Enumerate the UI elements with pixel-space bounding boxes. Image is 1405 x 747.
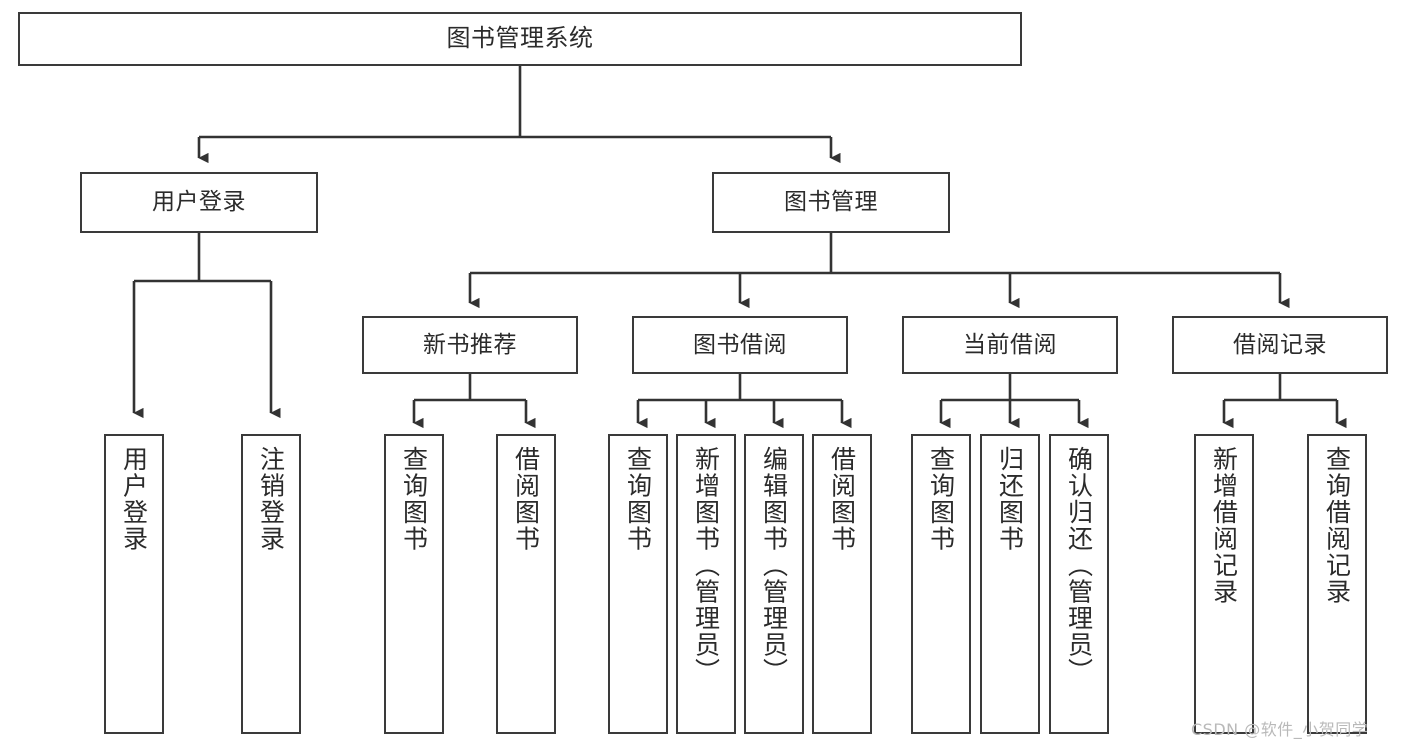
leaf-logout-login[interactable]: 注销登录 [241,434,301,734]
node-root-system[interactable]: 图书管理系统 [18,12,1022,66]
node-label: 查询图书 [623,446,653,552]
node-label: 查询借阅记录 [1322,446,1352,605]
node-label: 归还图书 [995,446,1025,552]
leaf-query-book-current[interactable]: 查询图书 [911,434,971,734]
leaf-query-book-recommend[interactable]: 查询图书 [384,434,444,734]
leaf-borrow-book[interactable]: 借阅图书 [812,434,872,734]
node-label: 借阅记录 [1233,331,1327,358]
node-book-borrow[interactable]: 图书借阅 [632,316,848,374]
leaf-return-book[interactable]: 归还图书 [980,434,1040,734]
leaf-query-borrow-record[interactable]: 查询借阅记录 [1307,434,1367,734]
node-label: 借阅图书 [511,446,541,552]
leaf-confirm-return[interactable]: 确认归还（管理员） [1049,434,1109,734]
node-label: 编辑图书（管理员） [759,446,789,685]
leaf-add-book[interactable]: 新增图书（管理员） [676,434,736,734]
node-label: 新书推荐 [423,331,517,358]
node-label: 图书借阅 [693,331,787,358]
leaf-add-borrow-record[interactable]: 新增借阅记录 [1194,434,1254,734]
node-label: 查询图书 [399,446,429,552]
node-label: 用户登录 [119,446,149,552]
watermark-text: CSDN @软件_小贺同学 [1191,720,1369,739]
node-borrow-record[interactable]: 借阅记录 [1172,316,1388,374]
node-label: 确认归还（管理员） [1064,446,1094,685]
node-book-management[interactable]: 图书管理 [712,172,950,233]
node-label: 查询图书 [926,446,956,552]
node-label: 新增借阅记录 [1209,446,1239,605]
leaf-query-book-borrow[interactable]: 查询图书 [608,434,668,734]
node-label: 借阅图书 [827,446,857,552]
node-label: 图书管理 [784,189,878,216]
node-current-borrow[interactable]: 当前借阅 [902,316,1118,374]
leaf-user-login[interactable]: 用户登录 [104,434,164,734]
node-new-book-recommend[interactable]: 新书推荐 [362,316,578,374]
node-label: 新增图书（管理员） [691,446,721,685]
node-label: 图书管理系统 [446,24,594,53]
node-label: 用户登录 [152,189,246,216]
node-label: 当前借阅 [963,331,1057,358]
leaf-borrow-book-recommend[interactable]: 借阅图书 [496,434,556,734]
node-user-login[interactable]: 用户登录 [80,172,318,233]
leaf-edit-book[interactable]: 编辑图书（管理员） [744,434,804,734]
node-label: 注销登录 [256,446,286,552]
